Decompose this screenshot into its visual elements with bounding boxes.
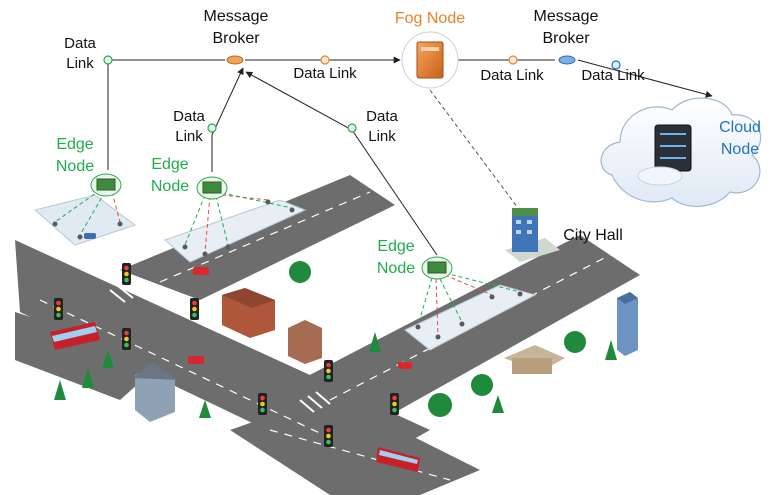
building-icon: [222, 288, 275, 338]
traffic-light-icon: [54, 298, 63, 320]
car-icon: [188, 356, 204, 364]
link-edge2-broker: [211, 67, 244, 172]
edge-node-icon: [421, 256, 453, 280]
sensor-icons: [52, 199, 523, 340]
data-link-line2: Link: [175, 128, 203, 145]
data-link-inline-label: Data Link: [293, 65, 357, 82]
traffic-light-icon: [190, 298, 199, 320]
building-icon: [133, 362, 178, 422]
edge-node-label: Edge Node: [45, 134, 105, 178]
edge-node-line1: Edge: [151, 156, 189, 173]
edge-node-line1: Edge: [377, 238, 415, 255]
link-broker2-cloud: [577, 59, 713, 98]
data-link-line2: Link: [368, 128, 396, 145]
data-link-label: Data Link: [55, 34, 105, 74]
broker-left-label: Message Broker: [192, 6, 280, 50]
cloud-server-icon: [600, 97, 762, 207]
car-icon: [193, 267, 209, 275]
car-icon: [398, 362, 412, 369]
broker-right-line1: Message: [533, 8, 599, 25]
edge-node-line1: Edge: [56, 136, 94, 153]
data-link-line1: Data: [366, 108, 398, 125]
traffic-light-icon: [390, 393, 399, 415]
link-badges-orange: [320, 55, 518, 65]
city-hall-icon: [505, 208, 560, 262]
city-hall-label: City Hall: [563, 227, 623, 244]
link-badges: [103, 55, 357, 133]
building-icon: [288, 320, 322, 364]
edge-node-icon: [196, 176, 228, 200]
broker-right-label: Message Broker: [522, 6, 610, 50]
edge-node-label: Edge Node: [366, 236, 426, 280]
traffic-light-icon: [324, 425, 333, 447]
edge-platform-left: [33, 194, 137, 246]
traffic-light-icon: [122, 328, 131, 350]
message-broker-icon: [558, 55, 576, 65]
data-link-inline-label: Data Link: [480, 67, 544, 84]
edge-node-icon: [90, 173, 122, 197]
data-link-label: Data Link: [357, 107, 407, 147]
edge-platform-right: [404, 284, 537, 351]
traffic-light-icon: [122, 263, 131, 285]
link-fog-cityhall: [429, 89, 519, 209]
data-link-inline-label: Data Link: [581, 67, 645, 84]
edge-node-line2: Node: [376, 260, 416, 277]
data-link-line1: Data: [64, 35, 96, 52]
traffic-light-icon: [324, 360, 333, 382]
car-icon: [84, 233, 96, 239]
building-icon: [617, 292, 638, 356]
edge-platforms: [33, 194, 537, 351]
edge-platform-middle: [164, 199, 307, 263]
data-link-label: Data Link: [164, 107, 214, 147]
data-link-line2: Link: [66, 55, 94, 72]
edge-node-line2: Node: [55, 158, 95, 175]
cloud-node-label: Cloud Node: [710, 117, 770, 161]
broker-left-line1: Message: [203, 8, 269, 25]
edge-sensor-links: [54, 189, 521, 336]
edge-node-line2: Node: [150, 178, 190, 195]
road-lower-right: [300, 235, 640, 432]
bus-icon: [50, 322, 100, 350]
link-badges-blue: [611, 60, 621, 70]
fog-node-label: Fog Node: [394, 10, 466, 27]
cloud-node-line1: Cloud: [719, 119, 761, 136]
traffic-light-icon: [258, 393, 267, 415]
building-icon: [504, 345, 565, 374]
tree-icon: [54, 261, 617, 418]
broker-right-line2: Broker: [542, 30, 590, 47]
cloud-node-line2: Node: [720, 141, 760, 158]
broker-left-line2: Broker: [212, 30, 260, 47]
data-link-line1: Data: [173, 108, 205, 125]
road-upper-left: [120, 175, 395, 300]
fog-server-icon: [401, 31, 459, 89]
bus-icon: [376, 447, 420, 472]
message-broker-icon: [226, 55, 244, 65]
edge-node-label: Edge Node: [140, 154, 200, 198]
